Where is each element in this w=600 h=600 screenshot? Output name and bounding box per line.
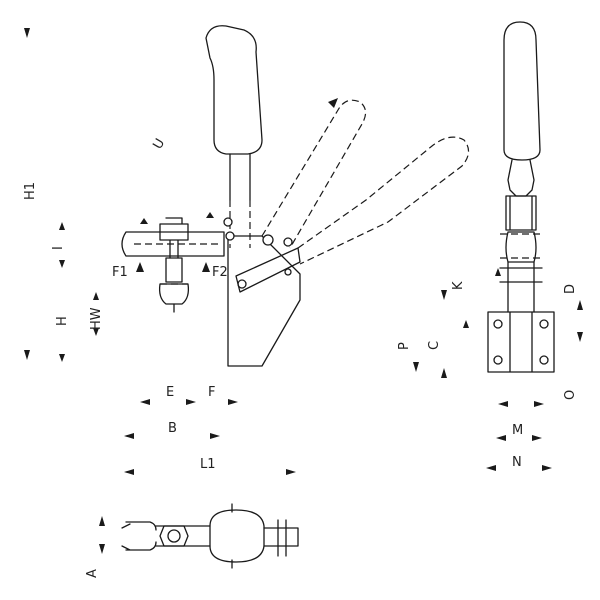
arrow-f-right <box>228 399 238 405</box>
label-c: C <box>427 341 442 350</box>
front-handle-neck <box>507 159 535 197</box>
label-n: N <box>512 455 522 470</box>
pivot-pin-1 <box>223 217 233 227</box>
spindle-top-bolt <box>159 217 189 259</box>
base-plate <box>227 235 301 367</box>
arrow-hw-top <box>93 292 99 300</box>
top-nut <box>159 525 189 547</box>
label-e: E <box>166 385 174 400</box>
label-l1: L1 <box>200 457 216 472</box>
arrow-n-left <box>486 465 496 471</box>
handle-shaft-dashed <box>229 200 251 248</box>
front-base-plate <box>487 311 555 373</box>
label-m: M <box>512 423 523 438</box>
arrow-h1-bottom <box>24 350 30 360</box>
arrow-f2-top <box>206 212 214 218</box>
arrow-b-left <box>124 433 134 439</box>
front-view <box>487 21 555 373</box>
arrow-h1-top <box>24 28 30 38</box>
front-bolt-hole-1 <box>493 319 503 329</box>
arrow-k-top <box>495 268 501 276</box>
front-upright <box>499 261 543 313</box>
arrow-f2 <box>202 262 210 272</box>
front-link-body <box>505 195 537 231</box>
arrow-n-right <box>542 465 552 471</box>
front-bolt-hole-2 <box>539 319 549 329</box>
label-f2: F2 <box>212 265 228 280</box>
arrow-l1-left <box>124 469 134 475</box>
label-i: I <box>51 246 66 250</box>
label-hw: HW <box>89 307 104 330</box>
pivot-pin-2 <box>225 231 235 241</box>
arrow-o-right <box>534 401 544 407</box>
label-d: D <box>563 284 578 294</box>
top-pivot-body <box>209 509 265 563</box>
arrow-hw-bottom <box>93 328 99 336</box>
label-f1: F1 <box>112 265 128 280</box>
arrow-m-left <box>496 435 506 441</box>
arrow-o-left <box>498 401 508 407</box>
front-bolt-hole-4 <box>539 355 549 365</box>
arrow-m-right <box>532 435 542 441</box>
label-k: K <box>451 281 466 290</box>
side-view <box>121 25 470 367</box>
label-p: P <box>397 342 412 350</box>
arrow-d-top <box>577 300 583 310</box>
label-b: B <box>168 421 177 436</box>
arrow-a-bottom <box>99 544 105 554</box>
spindle-lower <box>158 257 190 305</box>
arrow-i-bottom <box>59 260 65 268</box>
arrow-f1 <box>136 262 144 272</box>
arrow-i-top <box>59 222 65 230</box>
arrow-h-bottom <box>59 354 65 362</box>
top-arm-body <box>155 525 211 547</box>
label-a: A <box>85 569 100 578</box>
top-nut-hole <box>167 529 181 543</box>
top-arm-left <box>121 521 157 551</box>
clamp-arm <box>121 231 225 257</box>
arrow-d-bottom <box>577 332 583 342</box>
label-h: H <box>55 316 70 326</box>
handle-position-middle <box>261 99 367 249</box>
label-f: F <box>208 385 215 400</box>
front-bolt-hole-3 <box>493 355 503 365</box>
arrow-a-top <box>99 516 105 526</box>
pivot-pin-3 <box>262 234 274 246</box>
arrow-p-bottom <box>413 362 419 372</box>
dimension-labels: H1 I H HW F1 F2 U E F B L1 A K D P C O M… <box>23 136 578 578</box>
handle-position-open <box>297 136 470 265</box>
arrow-e-left <box>140 399 150 405</box>
arrow-handle-tip <box>328 98 338 108</box>
label-u: U <box>150 136 168 152</box>
arrow-k-bottom <box>463 320 469 328</box>
arrow-f1-top <box>140 218 148 224</box>
dimension-arrows <box>24 28 583 554</box>
label-h1: H1 <box>23 182 38 200</box>
label-o: O <box>563 390 578 400</box>
arrow-c-bottom <box>441 368 447 378</box>
pivot-pin-4 <box>283 237 293 247</box>
pivot-pin-6 <box>284 268 292 276</box>
top-view <box>121 503 299 569</box>
front-handle-grip <box>503 21 541 161</box>
handle-shaft-upright <box>229 153 251 201</box>
arrow-l1-right <box>286 469 296 475</box>
arrow-b-right <box>210 433 220 439</box>
handle-grip-upright <box>205 25 263 155</box>
front-pivot-body <box>505 231 537 263</box>
arrow-e-right <box>186 399 196 405</box>
arrow-c-top <box>441 290 447 300</box>
link-bar <box>235 247 301 293</box>
top-handle-stub <box>231 503 299 569</box>
